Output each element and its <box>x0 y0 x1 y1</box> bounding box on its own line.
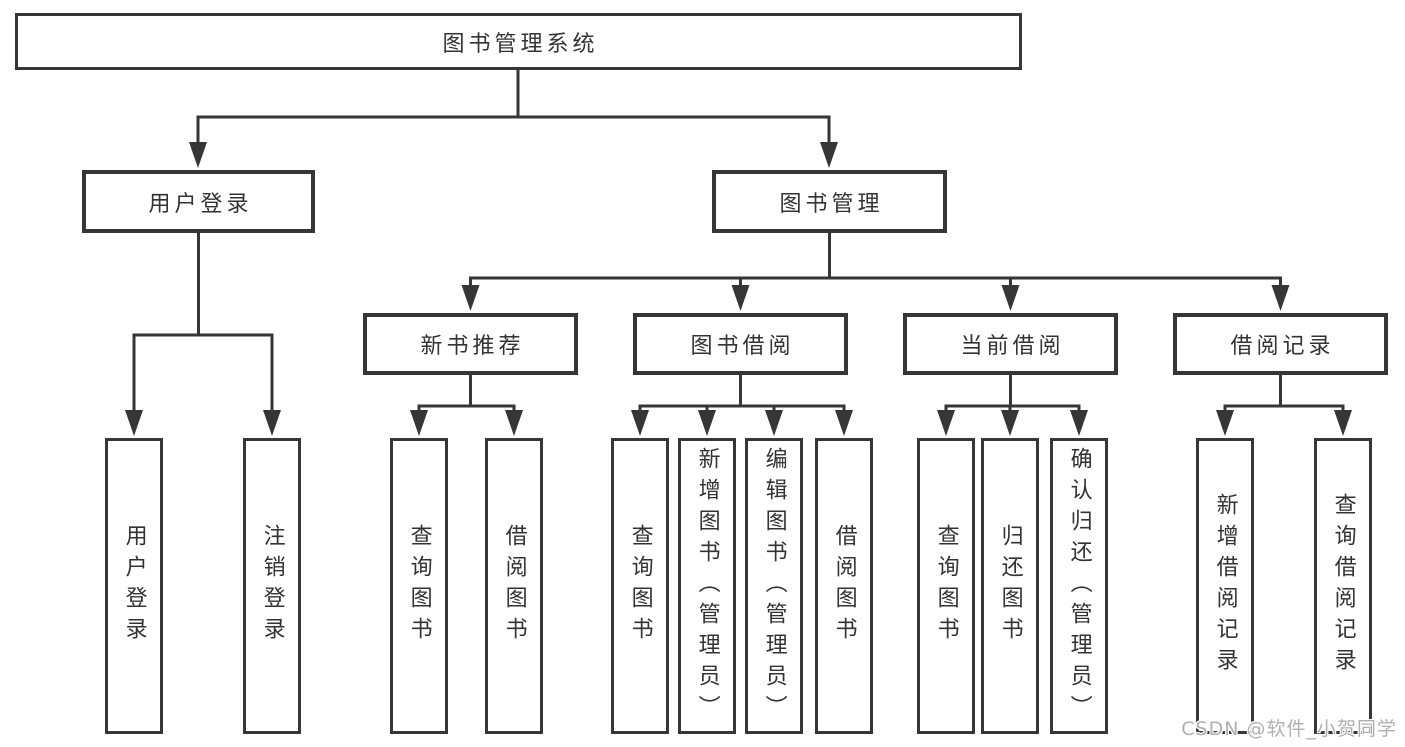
node-library-system-label: 图书管理系统 <box>442 31 599 57</box>
leaf-borrow-books-recommend-label: 借阅图书 <box>501 524 527 648</box>
leaf-return-book-label: 归还图书 <box>997 524 1023 648</box>
leaf-borrow-books-borrowing-label: 借阅图书 <box>831 524 857 648</box>
leaf-logout: 注销登录 <box>243 438 301 734</box>
leaf-query-books-borrowing-label: 查询图书 <box>627 524 653 648</box>
node-new-book-recommend-label: 新书推荐 <box>420 334 525 359</box>
leaf-add-book-admin: 新增图书（管理员） <box>678 438 736 734</box>
node-new-book-recommend: 新书推荐 <box>363 313 578 375</box>
leaf-add-book-admin-label: 新增图书（管理员） <box>694 446 720 726</box>
leaf-query-borrow-record: 查询借阅记录 <box>1314 438 1372 734</box>
leaf-return-book: 归还图书 <box>981 438 1039 734</box>
leaf-query-books-recommend: 查询图书 <box>390 438 448 734</box>
leaf-query-books-borrowing: 查询图书 <box>611 438 669 734</box>
node-book-borrowing-label: 图书借阅 <box>690 334 795 359</box>
leaf-borrow-books-recommend: 借阅图书 <box>485 438 543 734</box>
node-user-login: 用户登录 <box>82 170 315 233</box>
leaf-add-borrow-record: 新增借阅记录 <box>1196 438 1254 734</box>
leaf-logout-label: 注销登录 <box>259 524 285 648</box>
leaf-query-books-current: 查询图书 <box>917 438 975 734</box>
leaf-user-login-label: 用户登录 <box>121 524 147 648</box>
leaf-query-borrow-record-label: 查询借阅记录 <box>1330 493 1356 679</box>
leaf-query-books-current-label: 查询图书 <box>933 524 959 648</box>
node-borrow-records-label: 借阅记录 <box>1230 334 1335 359</box>
leaf-borrow-books-borrowing: 借阅图书 <box>815 438 873 734</box>
node-borrow-records: 借阅记录 <box>1173 313 1388 375</box>
leaf-edit-book-admin-label: 编辑图书（管理员） <box>761 446 787 726</box>
node-current-borrowing: 当前借阅 <box>903 313 1118 375</box>
leaf-confirm-return-admin: 确认归还（管理员） <box>1050 438 1108 734</box>
node-book-management-label: 图书管理 <box>779 191 884 217</box>
leaf-confirm-return-admin-label: 确认归还（管理员） <box>1066 446 1092 726</box>
node-library-system: 图书管理系统 <box>15 13 1022 70</box>
leaf-user-login: 用户登录 <box>105 438 163 734</box>
leaf-edit-book-admin: 编辑图书（管理员） <box>745 438 803 734</box>
node-book-management: 图书管理 <box>712 170 947 233</box>
leaf-query-books-recommend-label: 查询图书 <box>406 524 432 648</box>
node-user-login-label: 用户登录 <box>148 191 253 217</box>
node-book-borrowing: 图书借阅 <box>633 313 848 375</box>
node-current-borrowing-label: 当前借阅 <box>960 334 1065 359</box>
csdn-watermark: CSDN @软件_小贺同学 <box>1181 718 1397 740</box>
leaf-add-borrow-record-label: 新增借阅记录 <box>1212 493 1238 679</box>
